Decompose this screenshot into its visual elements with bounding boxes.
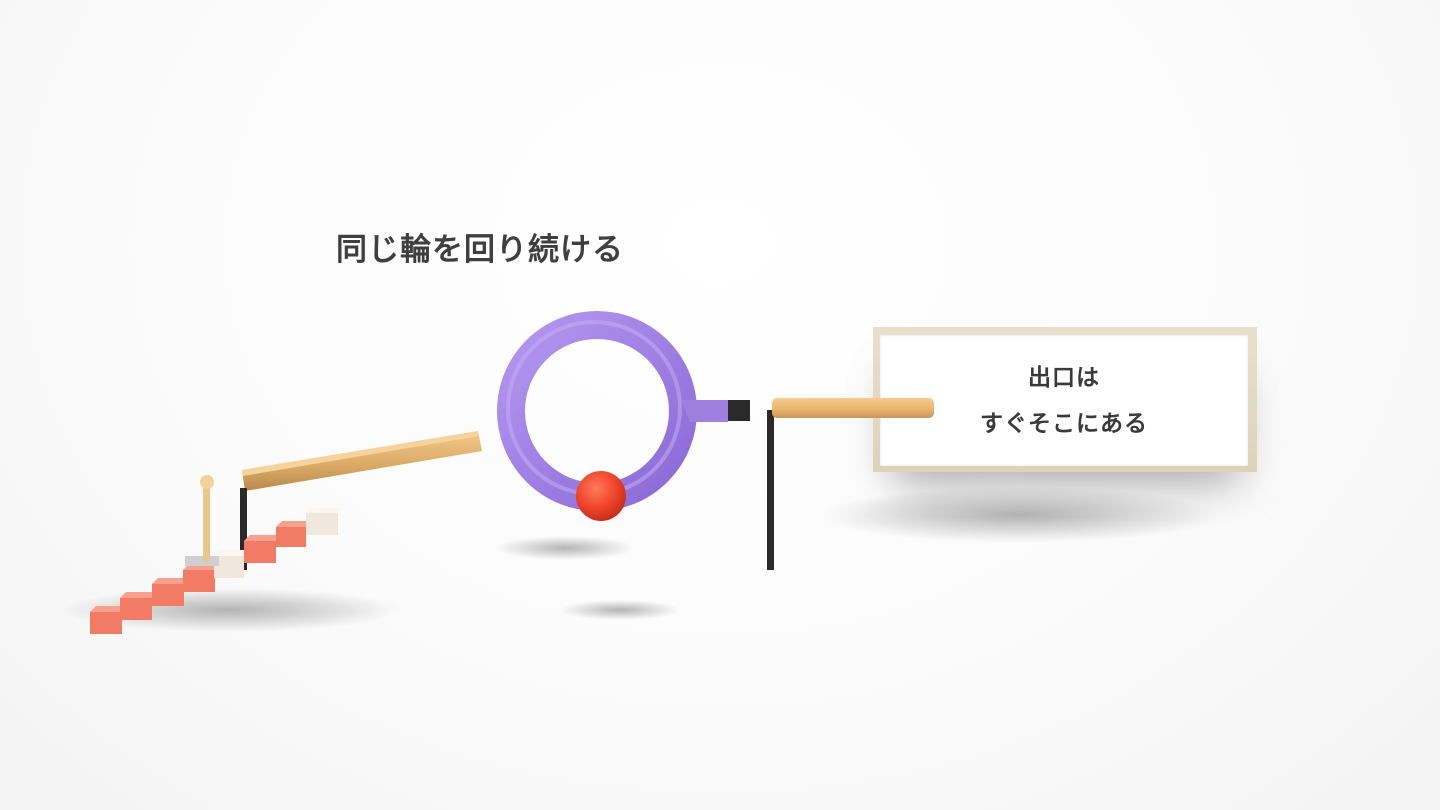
caption-text: 同じ輪を回り続ける <box>336 232 624 268</box>
shadow-sign <box>820 487 1220 543</box>
pole-right <box>767 410 774 570</box>
stair-block-light <box>306 508 342 535</box>
shadow-ring <box>495 536 635 560</box>
sign-line-1: 出口は <box>1028 364 1100 391</box>
stair-block <box>276 521 312 547</box>
wooden-plank-left <box>242 431 482 491</box>
sign-line-2: すぐそこにある <box>980 410 1148 437</box>
ring-loop <box>497 311 750 511</box>
stair-block <box>152 578 190 606</box>
wooden-plank-right <box>772 398 934 418</box>
sign-face: 出口は すぐそこにある <box>880 335 1248 466</box>
lever <box>185 475 219 566</box>
stair-block <box>120 592 158 620</box>
ball <box>576 471 626 521</box>
shadow-floor <box>560 600 680 620</box>
stair-block <box>90 606 128 634</box>
pole-left <box>240 488 247 570</box>
stair-block <box>244 535 282 563</box>
stairs <box>90 508 342 634</box>
signboard: 出口は すぐそこにある <box>873 327 1257 472</box>
stair-block-light <box>214 550 250 578</box>
